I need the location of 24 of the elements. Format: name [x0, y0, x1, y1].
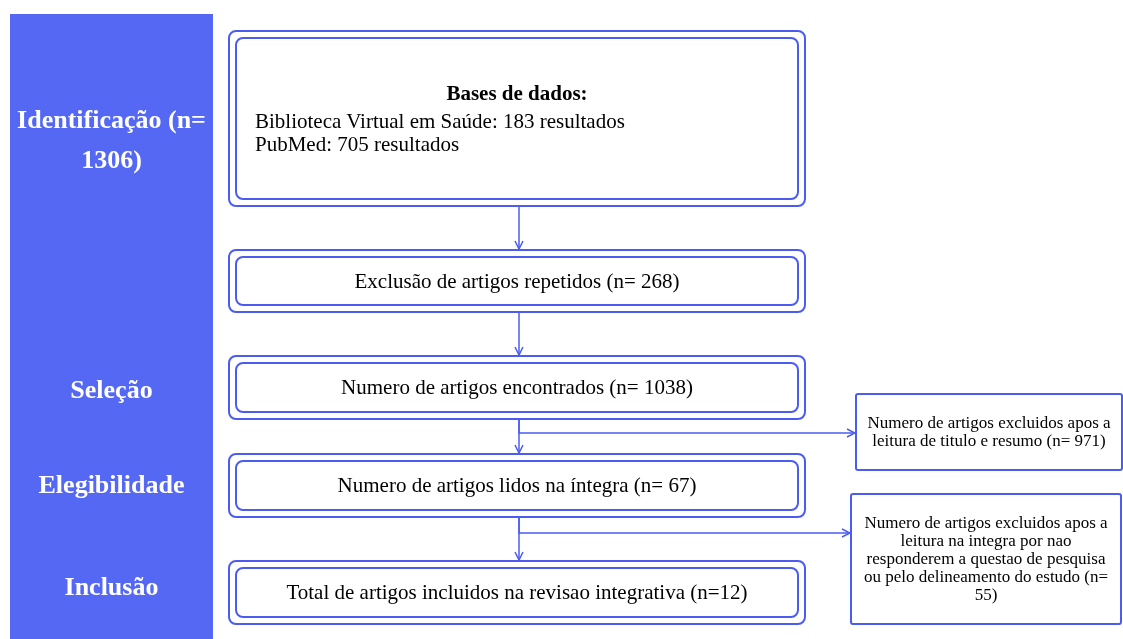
process-box [228, 355, 806, 420]
box-text: PubMed: 705 resultados [255, 132, 460, 155]
stage-label: Elegibilidade [37, 469, 186, 501]
arrow [518, 419, 856, 438]
box-text: Numero de artigos encontrados (n= 1038) [341, 376, 693, 399]
arrow [514, 312, 524, 356]
stage-label: Seleção [69, 374, 154, 406]
box-text: Biblioteca Virtual em Saúde: 183 resultados [255, 110, 625, 133]
process-box [228, 560, 806, 625]
box-text: Numero de artigos excluidos apos a leitura de titulo e resumo (n= 971) [866, 414, 1112, 450]
box-text: Numero de artigos lidos na íntegra (n= 67) [337, 474, 697, 497]
stage-label: Identificação (n= 1306) [16, 104, 207, 176]
arrow [518, 517, 851, 538]
stage-label: Inclusão [63, 571, 160, 603]
box-heading: Bases de dados: [446, 82, 588, 105]
box-text: Numero de artigos excluidos apos a leitura na integra por nao responderem a questao de pesquisa ou pelo delineamento do estudo (n= 55) [862, 514, 1110, 604]
process-box [228, 30, 806, 207]
exclusion-box [855, 393, 1123, 471]
exclusion-box [850, 493, 1122, 625]
process-box [228, 249, 806, 313]
process-box [228, 453, 806, 518]
box-text: Exclusão de artigos repetidos (n= 268) [354, 269, 680, 292]
box-text: Total de artigos incluidos na revisao integrativa (n=12) [286, 581, 748, 604]
arrow [514, 206, 524, 250]
